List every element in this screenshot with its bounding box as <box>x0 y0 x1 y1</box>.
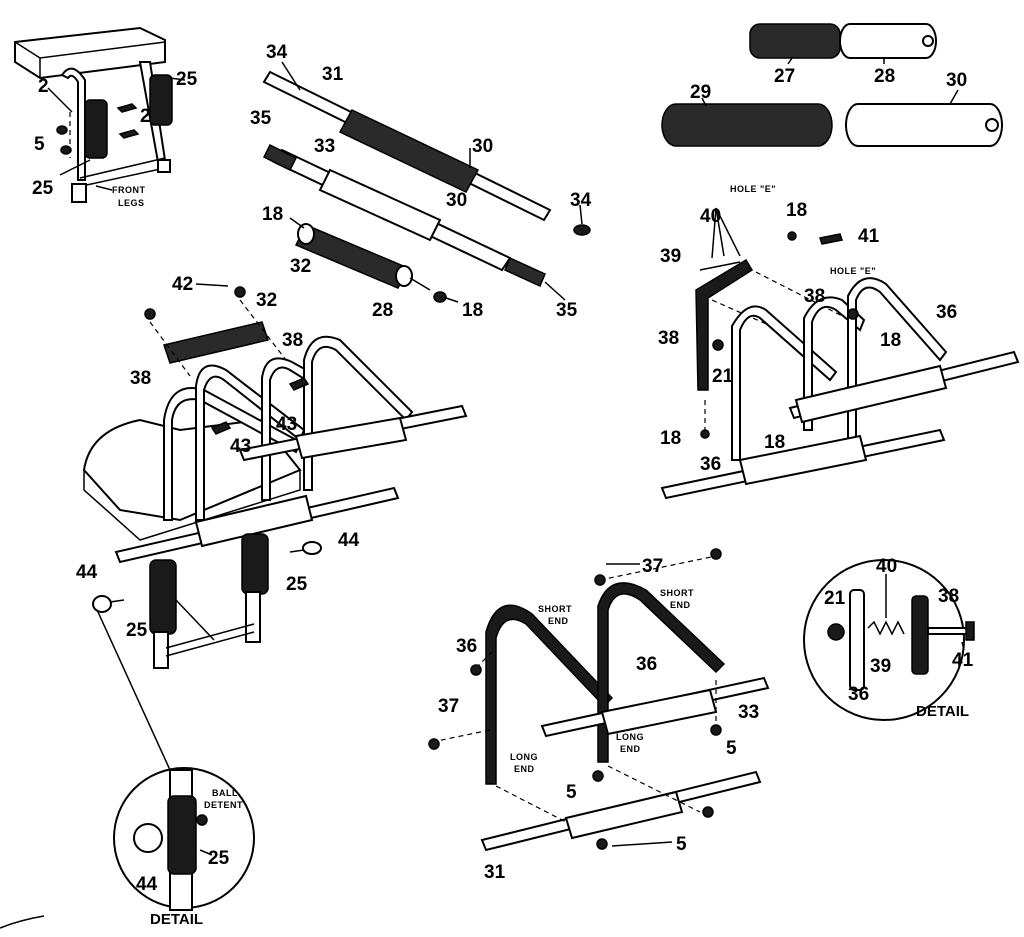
label-39: 39 <box>870 656 891 677</box>
label-18: 18 <box>660 428 681 449</box>
front-legs-label: LEGS <box>118 198 145 208</box>
long-end-label: LONG <box>510 752 538 762</box>
label-36: 36 <box>636 654 657 675</box>
label-37: 37 <box>438 696 459 717</box>
label-18: 18 <box>462 300 483 321</box>
detail-label: DETAIL <box>150 911 203 928</box>
label-41: 41 <box>858 226 880 247</box>
label-41: 41 <box>952 650 974 671</box>
bench-front-legs-view: 2 25 2 5 25 FRONT LEGS <box>14 26 198 208</box>
hole-e-label: HOLE "E" <box>730 184 776 194</box>
short-end-label: SHORT <box>660 588 694 598</box>
label-5: 5 <box>676 834 687 855</box>
label-25: 25 <box>208 848 230 869</box>
label-44: 44 <box>338 530 360 551</box>
label-31: 31 <box>322 64 344 85</box>
label-29: 29 <box>690 82 711 103</box>
label-38: 38 <box>130 368 151 389</box>
label-35: 35 <box>556 300 578 321</box>
hole-e-label: HOLE "E" <box>830 266 876 276</box>
label-38: 38 <box>804 286 825 307</box>
roller-rods-exploded: 34 31 35 33 30 30 34 18 32 28 18 35 <box>250 42 592 321</box>
label-27: 27 <box>774 66 795 87</box>
label-31: 31 <box>484 862 506 883</box>
label-5: 5 <box>34 134 45 155</box>
detail-label: DETAIL <box>916 703 969 720</box>
label-38: 38 <box>938 586 959 607</box>
frame-36-exploded: 37 SHORT END SHORT END 36 36 33 37 LONG … <box>428 548 770 883</box>
long-end-label: LONG <box>616 732 644 742</box>
label-43: 43 <box>230 436 251 457</box>
label-33: 33 <box>738 702 759 723</box>
label-37: 37 <box>642 556 663 577</box>
bench-assembled-view: 42 32 38 38 43 43 44 25 44 25 <box>76 274 468 771</box>
label-32: 32 <box>256 290 277 311</box>
label-44: 44 <box>76 562 98 583</box>
detail-pin-assembly: 21 40 38 39 41 36 DETAIL <box>803 556 975 721</box>
short-end-label: SHORT <box>538 604 572 614</box>
label-34: 34 <box>266 42 288 63</box>
label-30: 30 <box>946 70 967 91</box>
label-5: 5 <box>566 782 577 803</box>
label-18: 18 <box>262 204 283 225</box>
label-18: 18 <box>880 330 901 351</box>
label-36: 36 <box>848 684 869 705</box>
short-end-label: END <box>548 616 569 626</box>
leg-developer-assembly: HOLE "E" HOLE "E" 40 18 41 39 38 36 38 1… <box>658 184 1020 500</box>
label-18: 18 <box>786 200 807 221</box>
label-44: 44 <box>136 874 158 895</box>
scan-mark <box>0 915 45 929</box>
label-33: 33 <box>314 136 335 157</box>
label-36: 36 <box>456 636 477 657</box>
foam-pads: 27 28 29 30 <box>661 23 1003 147</box>
label-34: 34 <box>570 190 592 211</box>
short-end-label: END <box>670 600 691 610</box>
label-40: 40 <box>876 556 897 577</box>
front-legs-label: FRONT <box>112 185 146 195</box>
label-35: 35 <box>250 108 272 129</box>
label-21: 21 <box>712 366 734 387</box>
ball-detent-label: BALL <box>212 788 238 798</box>
label-43: 43 <box>276 414 297 435</box>
ball-detent-label: DETENT <box>204 800 243 810</box>
label-2: 2 <box>140 106 151 127</box>
label-40: 40 <box>700 206 721 227</box>
long-end-label: END <box>514 764 535 774</box>
label-42: 42 <box>172 274 193 295</box>
label-32: 32 <box>290 256 311 277</box>
label-30: 30 <box>446 190 467 211</box>
label-25: 25 <box>176 69 198 90</box>
label-21: 21 <box>824 588 846 609</box>
label-39: 39 <box>660 246 681 267</box>
label-2: 2 <box>38 76 49 97</box>
label-28: 28 <box>372 300 393 321</box>
label-18: 18 <box>764 432 785 453</box>
label-38: 38 <box>282 330 303 351</box>
label-38: 38 <box>658 328 679 349</box>
label-25: 25 <box>126 620 148 641</box>
label-28: 28 <box>874 66 895 87</box>
label-25: 25 <box>286 574 308 595</box>
label-25: 25 <box>32 178 54 199</box>
long-end-label: END <box>620 744 641 754</box>
label-5: 5 <box>726 738 737 759</box>
label-36: 36 <box>936 302 957 323</box>
detail-ball-detent: BALL DETENT 25 44 DETAIL <box>113 767 255 928</box>
label-30: 30 <box>472 136 493 157</box>
label-36: 36 <box>700 454 721 475</box>
